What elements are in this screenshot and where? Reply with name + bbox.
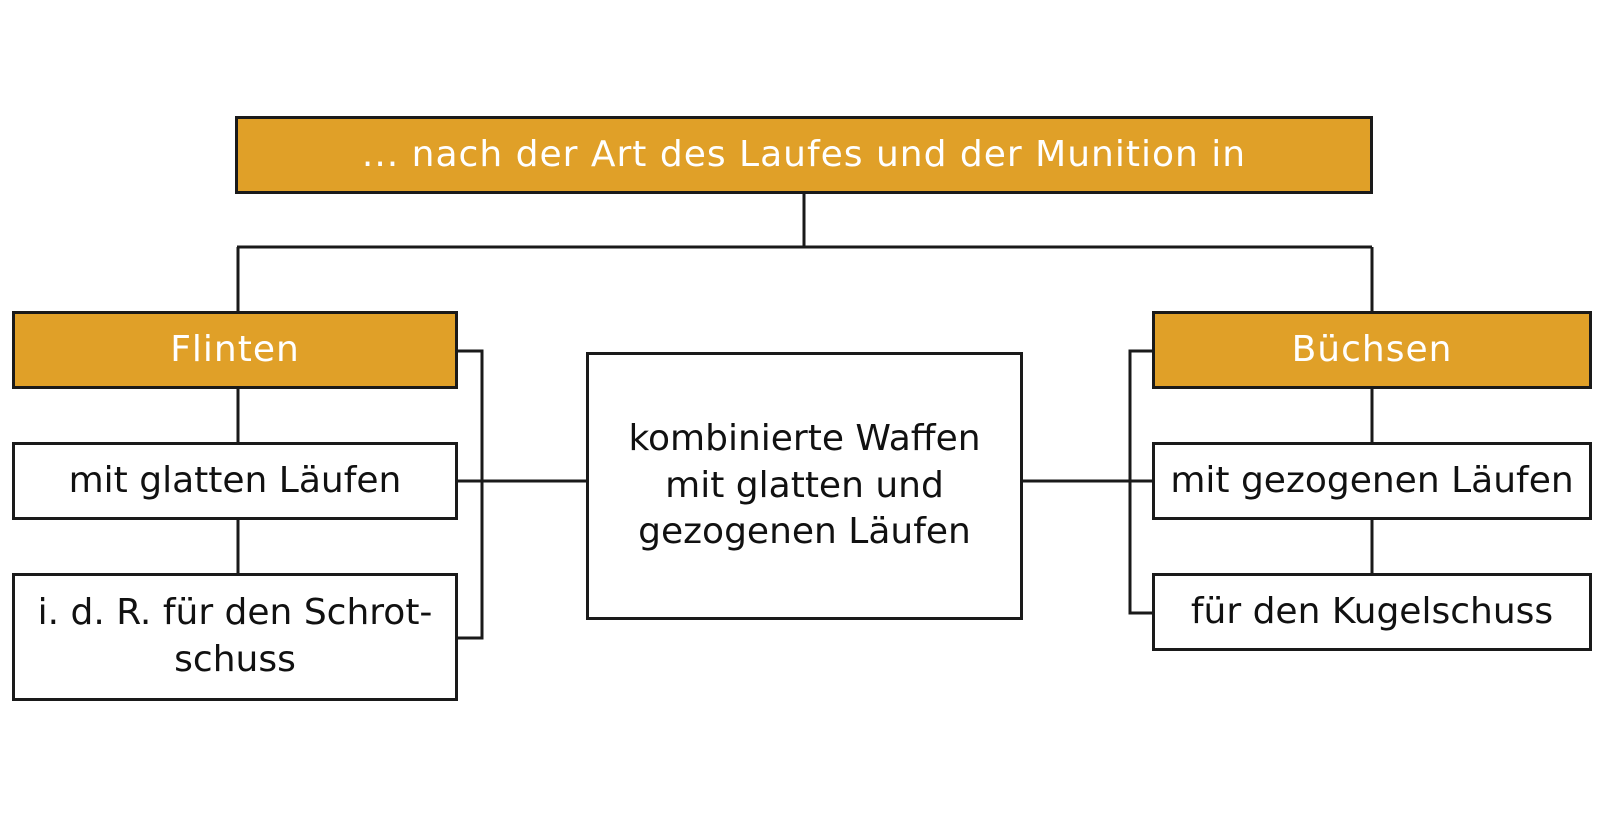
buechsen-detail-barrels: mit gezogenen Läufen	[1152, 442, 1592, 520]
root-node: ... nach der Art des Laufes und der Muni…	[235, 116, 1373, 194]
buechsen-detail-bullet: für den Kugelschuss	[1152, 573, 1592, 651]
combined-weapons-node: kombinierte Waffen mit glatten und gezog…	[586, 352, 1023, 620]
flinten-node: Flinten	[12, 311, 458, 389]
bracket-left	[458, 349, 484, 640]
buechsen-node: Büchsen	[1152, 311, 1592, 389]
flinten-detail-barrels: mit glatten Läufen	[12, 442, 458, 520]
flinten-detail-shot: i. d. R. für den Schrot- schuss	[12, 573, 458, 701]
